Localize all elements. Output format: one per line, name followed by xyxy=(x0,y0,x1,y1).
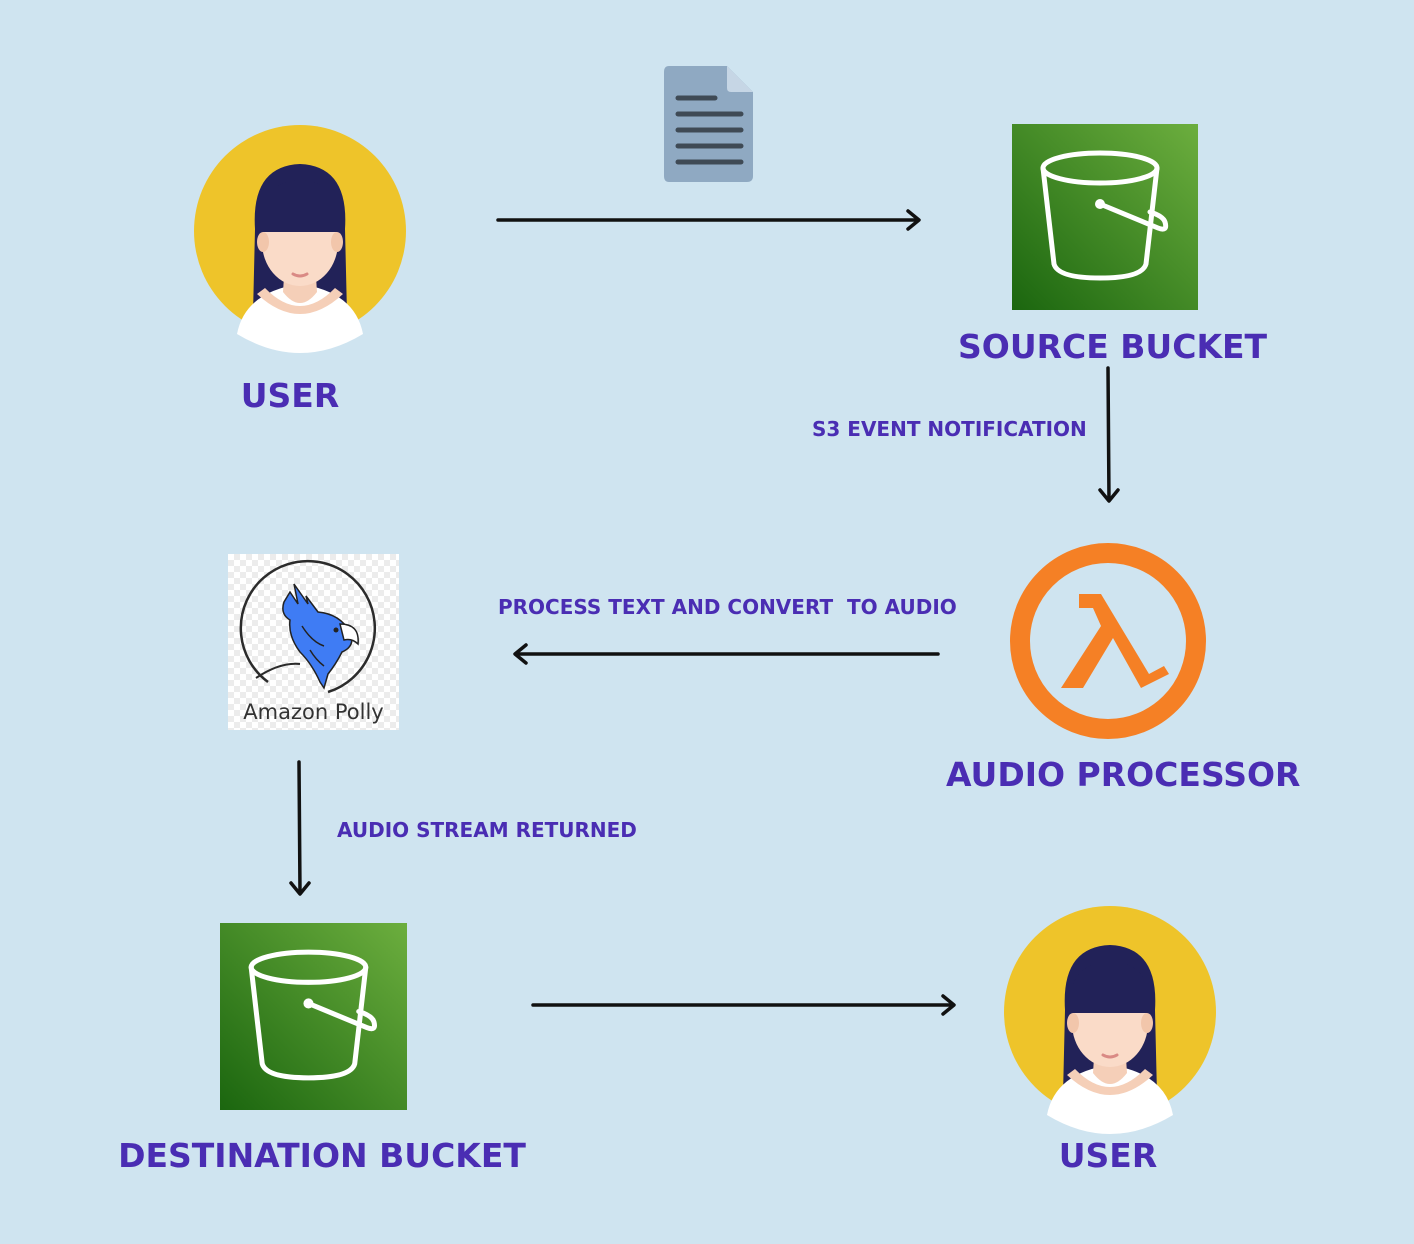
destination-bucket-icon xyxy=(220,923,407,1110)
arrow-destination-to-user xyxy=(531,994,956,1016)
parrot-icon xyxy=(239,559,376,694)
lambda-icon xyxy=(1009,542,1207,740)
arrow-polly-to-destination xyxy=(289,760,311,896)
user-icon xyxy=(194,125,406,353)
arrow-source-to-processor xyxy=(1098,366,1120,503)
amazon-polly-logo: Amazon Polly xyxy=(228,554,399,730)
audio-stream-returned-label: AUDIO STREAM RETURNED xyxy=(337,818,637,842)
user-icon xyxy=(1004,906,1216,1134)
document-icon xyxy=(663,64,755,184)
polly-text-light: Polly xyxy=(334,700,384,724)
source-bucket-label: SOURCE BUCKET xyxy=(958,327,1268,366)
amazon-polly-wordmark: Amazon Polly xyxy=(228,700,399,724)
user-bottom-label: USER xyxy=(1058,1136,1158,1175)
process-text-label: PROCESS TEXT AND CONVERT TO AUDIO xyxy=(498,595,957,619)
audio-processor-label: AUDIO PROCESSOR xyxy=(946,755,1301,794)
destination-bucket-label: DESTINATION BUCKET xyxy=(118,1136,526,1175)
user-avatar-bottom xyxy=(1003,905,1217,1141)
source-bucket-icon xyxy=(1012,124,1198,310)
arrow-processor-to-polly xyxy=(513,643,940,665)
arrow-user-to-source xyxy=(496,209,921,231)
user-top-label: USER xyxy=(240,376,340,415)
polly-text-bold: Amazon xyxy=(243,700,329,724)
user-avatar-top xyxy=(193,124,407,360)
s3-event-notification-label: S3 EVENT NOTIFICATION xyxy=(812,417,1087,441)
